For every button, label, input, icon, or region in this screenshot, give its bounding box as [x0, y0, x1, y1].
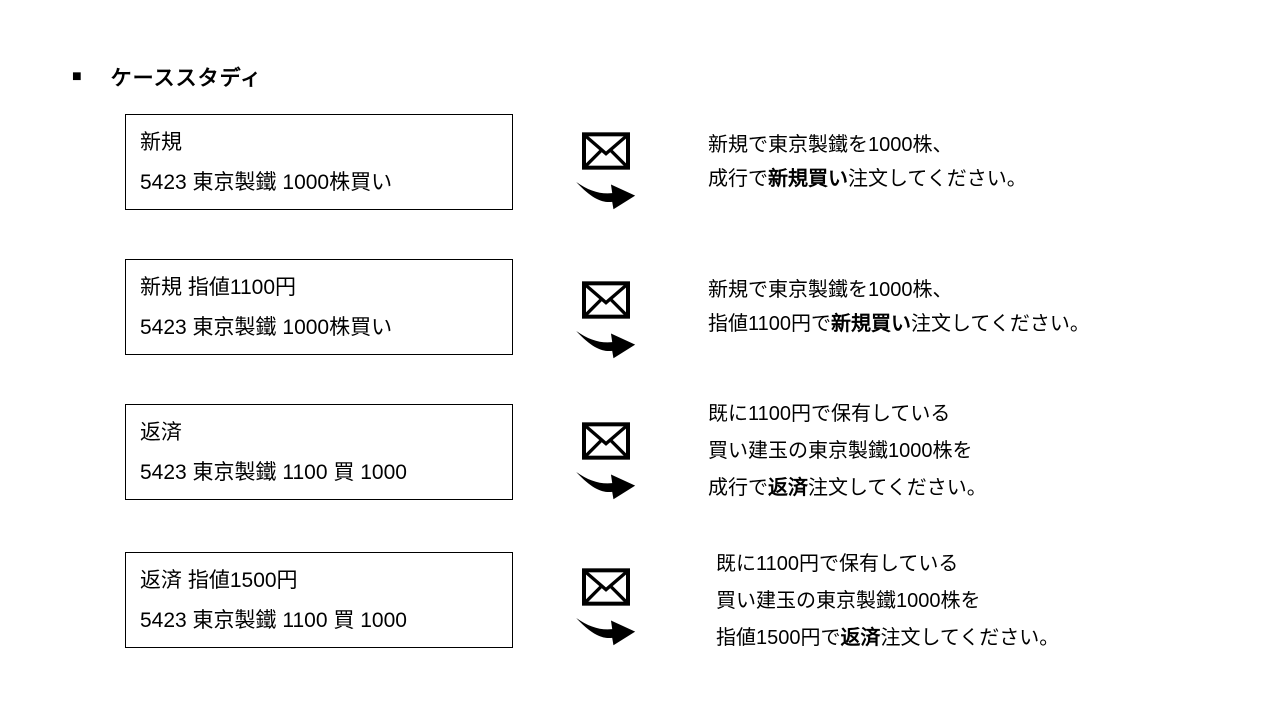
order-box: 返済 指値1500円 5423 東京製鐵 1100 買 1000 [125, 552, 513, 648]
desc-segment: 注文してください。 [808, 477, 987, 499]
instruction-line: 既に1100円で保有している [716, 546, 1059, 583]
mail-arrow-icon-group [574, 281, 638, 362]
desc-segment: 既に1100円で保有している [708, 403, 951, 425]
envelope-icon [582, 568, 630, 606]
instruction-line: 新規で東京製鐵を1000株、 [708, 273, 1090, 307]
desc-segment-bold: 新規買い [768, 168, 848, 190]
page-title-label: ケーススタディ [110, 67, 263, 90]
mail-arrow-icon-group [574, 568, 638, 649]
instruction-line: 買い建玉の東京製鐵1000株を [708, 433, 987, 470]
desc-segment: 成行で [708, 168, 768, 190]
desc-segment: 指値1100円で [708, 313, 832, 335]
curved-arrow-icon [576, 181, 636, 210]
instruction-text: 新規で東京製鐵を1000株、 成行で新規買い注文してください。 [708, 128, 1027, 196]
envelope-icon [582, 281, 630, 319]
instruction-line: 買い建玉の東京製鐵1000株を [716, 583, 1059, 620]
order-box-line2: 5423 東京製鐵 1000株買い [140, 316, 393, 339]
desc-segment: 新規で東京製鐵を1000株、 [708, 134, 953, 156]
instruction-line: 新規で東京製鐵を1000株、 [708, 128, 1027, 162]
desc-segment-bold: 返済 [840, 627, 881, 649]
instruction-text: 新規で東京製鐵を1000株、 指値1100円で新規買い注文してください。 [708, 273, 1090, 341]
instruction-line: 成行で返済注文してください。 [708, 470, 987, 507]
instruction-text: 既に1100円で保有している 買い建玉の東京製鐵1000株を 成行で返済注文して… [708, 396, 987, 507]
instruction-line: 既に1100円で保有している [708, 396, 987, 433]
envelope-icon [582, 422, 630, 460]
desc-segment: 買い建玉の東京製鐵1000株を [708, 440, 973, 462]
square-bullet-icon: ■ [72, 68, 82, 85]
curved-arrow-icon [576, 330, 636, 359]
desc-segment: 指値1500円で [716, 627, 841, 649]
order-box-line1: 返済 指値1500円 [140, 569, 298, 592]
order-box-line1: 新規 [140, 131, 182, 154]
instruction-line: 成行で新規買い注文してください。 [708, 162, 1027, 196]
instruction-line: 指値1500円で返済注文してください。 [716, 620, 1059, 657]
curved-arrow-icon [576, 471, 636, 500]
mail-arrow-icon-group [574, 422, 638, 503]
instruction-line: 指値1100円で新規買い注文してください。 [708, 307, 1090, 341]
desc-segment-bold: 返済 [768, 477, 808, 499]
order-box-line2: 5423 東京製鐵 1100 買 1000 [140, 609, 407, 632]
desc-segment: 注文してください。 [911, 313, 1090, 335]
desc-segment: 買い建玉の東京製鐵1000株を [716, 590, 981, 612]
mail-arrow-icon-group [574, 132, 638, 213]
page-title: ■ ケーススタディ [72, 62, 262, 92]
order-box-line1: 返済 [140, 421, 182, 444]
order-box-line2: 5423 東京製鐵 1000株買い [140, 171, 393, 194]
order-box: 新規 指値1100円 5423 東京製鐵 1000株買い [125, 259, 513, 355]
envelope-icon [582, 132, 630, 170]
curved-arrow-icon [576, 617, 636, 646]
desc-segment: 既に1100円で保有している [716, 553, 959, 575]
desc-segment-bold: 新規買い [831, 313, 912, 335]
instruction-text: 既に1100円で保有している 買い建玉の東京製鐵1000株を 指値1500円で返… [716, 546, 1059, 657]
desc-segment: 新規で東京製鐵を1000株、 [708, 279, 953, 301]
desc-segment: 注文してください。 [880, 627, 1060, 649]
desc-segment: 成行で [708, 477, 768, 499]
order-box: 新規 5423 東京製鐵 1000株買い [125, 114, 513, 210]
desc-segment: 注文してください。 [848, 168, 1027, 190]
order-box: 返済 5423 東京製鐵 1100 買 1000 [125, 404, 513, 500]
order-box-line2: 5423 東京製鐵 1100 買 1000 [140, 461, 407, 484]
order-box-line1: 新規 指値1100円 [140, 276, 296, 299]
